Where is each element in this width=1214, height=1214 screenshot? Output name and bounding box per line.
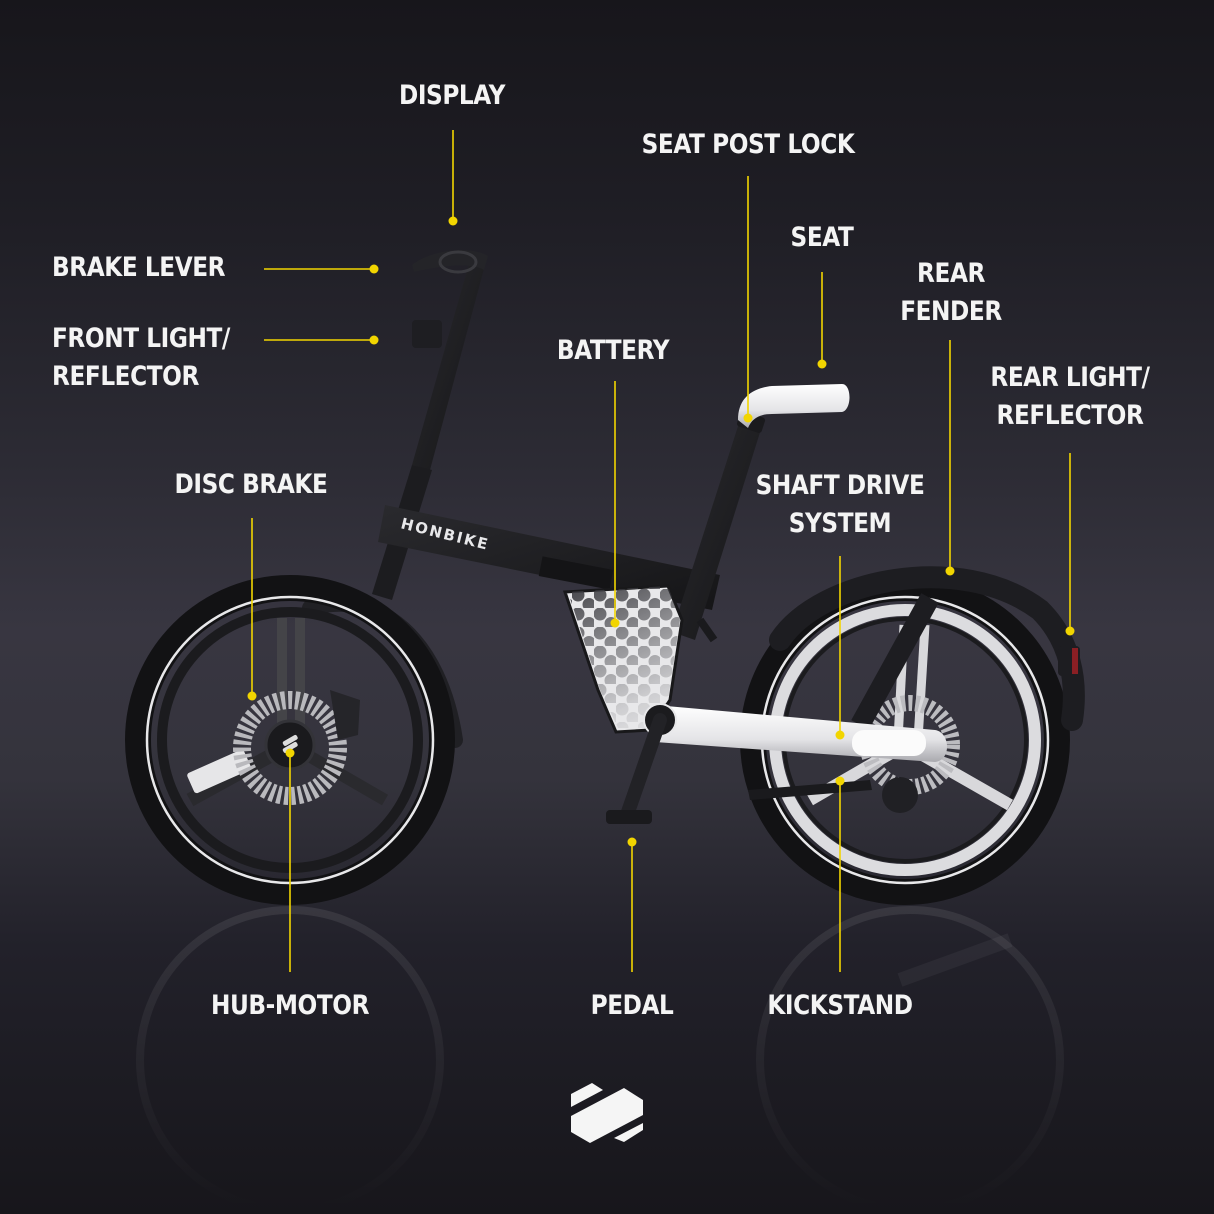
bike-frame: HONBIKE bbox=[372, 250, 948, 824]
label-rear-fender: REAR FENDER bbox=[890, 255, 1012, 331]
label-text: FENDER bbox=[900, 296, 1002, 327]
label-text: BATTERY bbox=[556, 335, 670, 366]
label-text: REAR bbox=[917, 258, 985, 289]
label-seat-post-lock: SEAT POST LOCK bbox=[634, 126, 863, 164]
label-text: SEAT POST LOCK bbox=[641, 129, 855, 160]
callout-dot-battery bbox=[610, 618, 620, 628]
label-brake-lever: BRAKE LEVER bbox=[52, 249, 226, 287]
label-disc-brake: DISC BRAKE bbox=[164, 466, 338, 504]
honbike-hexagon-logo-icon bbox=[571, 1083, 643, 1143]
label-display: DISPLAY bbox=[394, 77, 511, 115]
label-text: SYSTEM bbox=[788, 508, 892, 539]
callout-dot-seat bbox=[817, 359, 827, 369]
label-rear-light: REAR LIGHT/ REFLECTOR bbox=[977, 359, 1163, 435]
label-text: REFLECTOR bbox=[52, 361, 199, 392]
label-battery: BATTERY bbox=[550, 332, 676, 370]
label-text: HUB-MOTOR bbox=[210, 990, 370, 1021]
callout-dot-rear-light bbox=[1065, 626, 1075, 636]
label-text: BRAKE LEVER bbox=[52, 252, 226, 283]
label-text: SEAT bbox=[790, 222, 854, 253]
callout-dot-hub-motor bbox=[285, 748, 295, 758]
label-text: REFLECTOR bbox=[996, 400, 1144, 431]
front-wheel bbox=[125, 575, 463, 905]
callout-dot-pedal bbox=[627, 837, 637, 847]
callout-dot-shaft-drive bbox=[835, 730, 845, 740]
callout-dot-front-light bbox=[369, 335, 379, 345]
callout-dot-seat-post-lock bbox=[743, 413, 753, 423]
callout-dot-disc-brake bbox=[247, 691, 257, 701]
label-text: DISC BRAKE bbox=[174, 469, 328, 500]
label-front-light: FRONT LIGHT/ REFLECTOR bbox=[52, 320, 230, 396]
callout-dot-display bbox=[448, 216, 458, 226]
label-kickstand: KICKSTAND bbox=[756, 987, 925, 1025]
callout-dot-kickstand bbox=[835, 776, 845, 786]
label-text: KICKSTAND bbox=[767, 990, 913, 1021]
label-text: PEDAL bbox=[590, 990, 674, 1021]
callout-lines bbox=[247, 130, 1075, 972]
label-seat: SEAT bbox=[777, 219, 866, 257]
callout-dot-rear-fender bbox=[945, 566, 955, 576]
callout-dot-brake-lever bbox=[369, 264, 379, 274]
label-pedal: PEDAL bbox=[582, 987, 682, 1025]
label-hub-motor: HUB-MOTOR bbox=[201, 987, 380, 1025]
label-shaft-drive: SHAFT DRIVE SYSTEM bbox=[750, 467, 931, 543]
label-text: FRONT LIGHT/ bbox=[52, 323, 230, 354]
label-text: REAR LIGHT/ bbox=[990, 362, 1150, 393]
seat-shape bbox=[738, 384, 850, 428]
floor-reflection bbox=[136, 906, 1064, 1214]
label-text: SHAFT DRIVE bbox=[755, 470, 925, 501]
label-text: DISPLAY bbox=[398, 80, 505, 111]
